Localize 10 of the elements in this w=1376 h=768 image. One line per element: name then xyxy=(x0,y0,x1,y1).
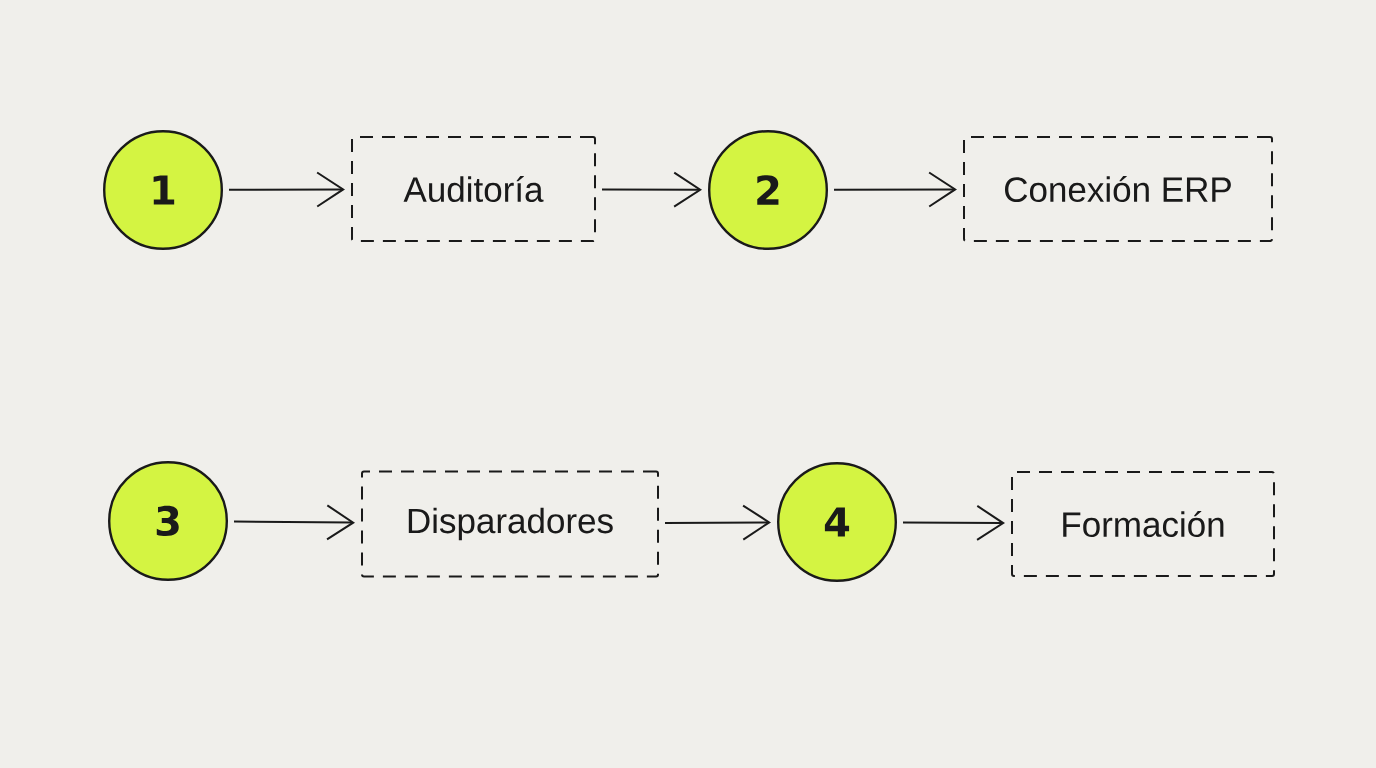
process-box: Auditoría xyxy=(351,136,596,242)
arrow xyxy=(601,171,702,208)
process-box: Conexión ERP xyxy=(963,136,1273,242)
arrow xyxy=(833,171,957,208)
arrow xyxy=(664,504,771,541)
arrow xyxy=(233,504,355,541)
arrow xyxy=(228,171,345,208)
arrow xyxy=(902,504,1005,541)
process-box: Disparadores xyxy=(361,470,659,578)
process-box: Formación xyxy=(1011,471,1275,577)
